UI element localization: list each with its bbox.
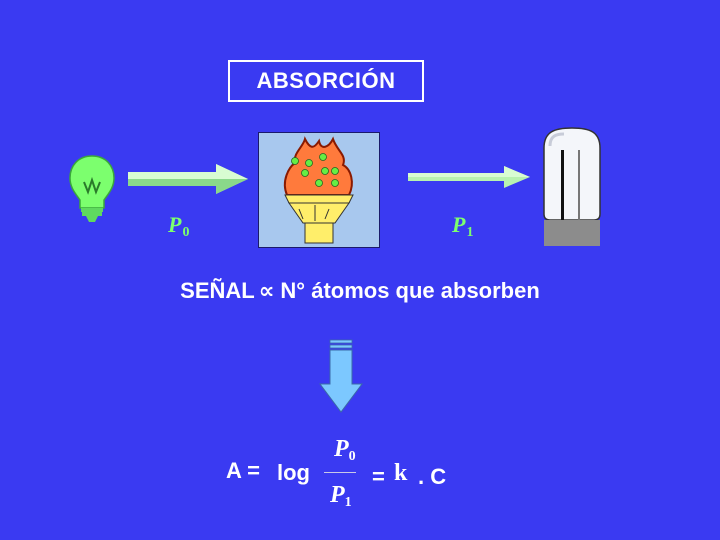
equation-lhs: A =	[226, 458, 261, 483]
flame-burner-icon	[283, 136, 354, 244]
p1-subscript: 1	[466, 225, 474, 240]
fraction-denominator: P1	[330, 482, 352, 511]
signal-left-text: SEÑAL	[180, 278, 255, 303]
p1-letter: P	[452, 212, 466, 237]
p1-label: P1	[452, 212, 473, 241]
flame-panel	[258, 132, 380, 248]
right-arrow-icon	[408, 166, 530, 188]
fraction-bar	[324, 472, 356, 473]
p0-label: P0	[168, 212, 189, 241]
signal-right-text: N° átomos que absorben	[280, 278, 540, 303]
p0-subscript: 0	[182, 225, 190, 240]
fraction-numerator: P0	[334, 436, 356, 465]
equation-log: log	[277, 460, 310, 485]
denominator-letter: P	[330, 482, 345, 508]
right-arrow-icon	[128, 164, 248, 194]
down-arrow-icon	[319, 339, 363, 413]
numerator-letter: P	[334, 436, 349, 462]
denominator-subscript: 1	[344, 495, 352, 510]
detector-tube-icon	[543, 127, 601, 246]
equation-concentration: . C	[418, 464, 447, 489]
equation-k: k	[394, 460, 408, 486]
lightbulb-icon	[69, 155, 115, 222]
proportional-symbol: ∝	[258, 279, 275, 304]
page-title: ABSORCIÓN	[228, 60, 424, 102]
numerator-subscript: 0	[348, 449, 356, 464]
signal-statement: SEÑAL∝N° átomos que absorben	[0, 278, 720, 304]
equation-equals: =	[372, 464, 385, 489]
p0-letter: P	[168, 212, 182, 237]
